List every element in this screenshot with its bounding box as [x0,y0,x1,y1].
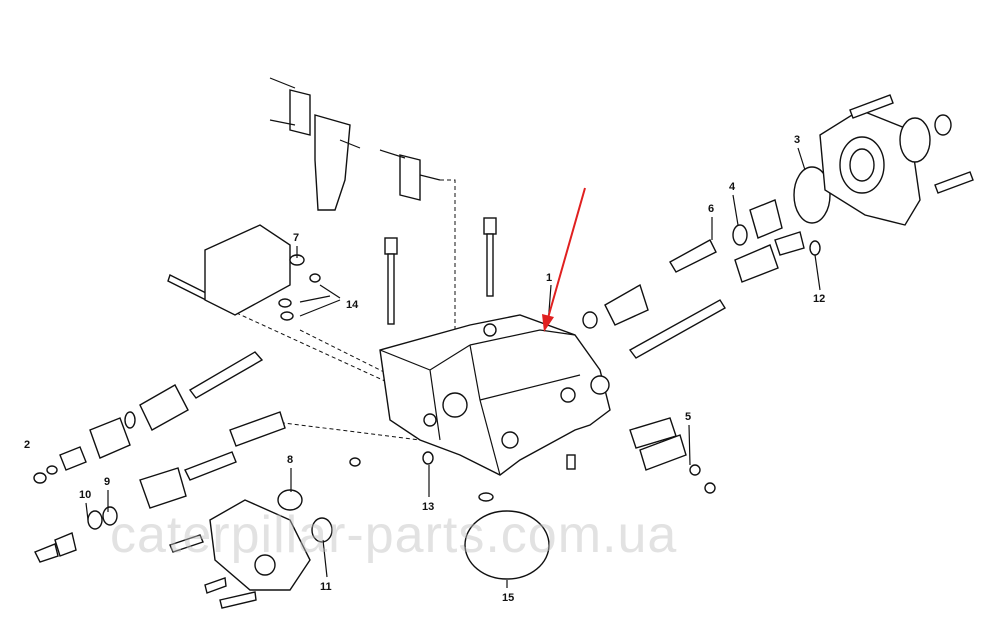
o-rings-14 [278,254,341,321]
label-15: 15 [502,592,514,604]
linkage-parts [269,77,441,211]
label-4: 4 [729,181,736,193]
o-ring-small [478,492,494,502]
label-8: 8 [287,454,293,466]
label-9: 9 [104,476,110,488]
left-spools [33,351,286,563]
label-1: 1 [546,272,552,284]
assembly-guide-lines [229,179,471,441]
cover-plate [204,224,291,316]
bottom-cover [169,489,333,609]
flange [819,94,974,226]
valve-body [379,314,611,476]
right-spools [566,166,831,494]
o-ring-15 [464,510,550,580]
label-6: 6 [708,203,714,215]
label-10: 10 [79,489,91,501]
label-14: 14 [346,299,359,311]
label-5: 5 [685,411,691,423]
label-11: 11 [320,581,332,593]
watermark: caterpillar-parts.com.ua [110,506,678,564]
leader-lines [85,147,821,588]
label-12: 12 [813,293,825,305]
label-2: 2 [24,439,30,451]
label-13: 13 [422,501,434,513]
label-7: 7 [293,232,299,244]
o-ring-13 [422,451,434,465]
red-arrow-indicator [542,187,586,332]
label-3: 3 [794,134,800,146]
o-ring-small [349,457,361,467]
